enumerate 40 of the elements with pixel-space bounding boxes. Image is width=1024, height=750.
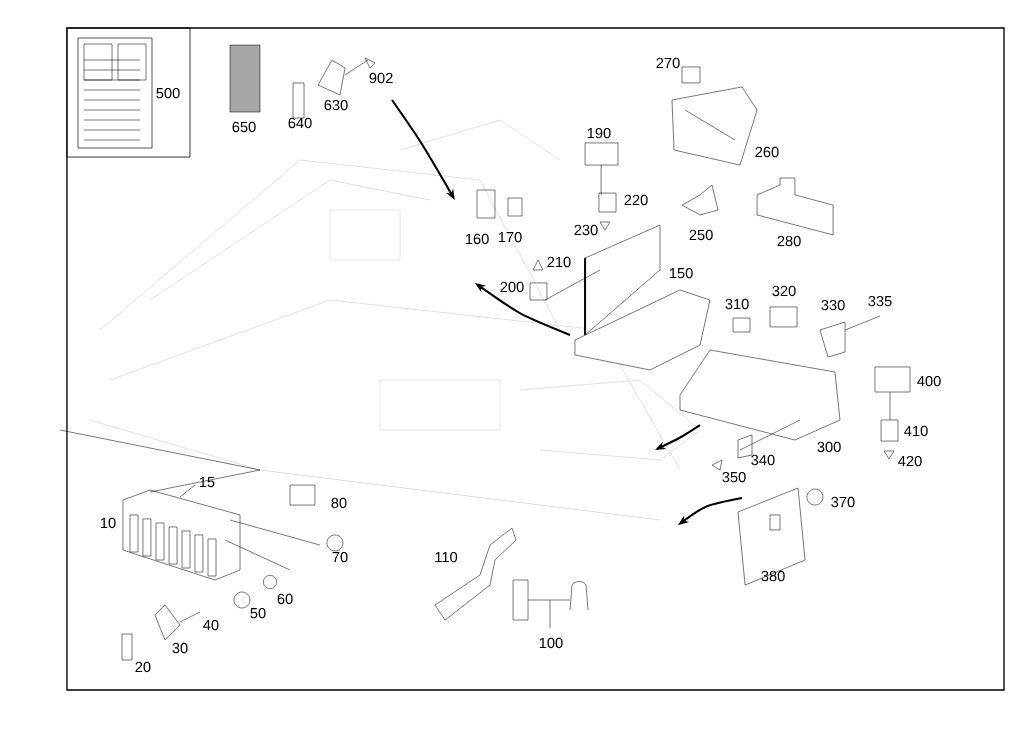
callout-number: 260 xyxy=(755,146,779,158)
callout-number: 300 xyxy=(817,441,841,453)
callout-number: 340 xyxy=(751,454,775,466)
callout-number: 380 xyxy=(761,570,785,582)
callout-number: 40 xyxy=(203,619,219,631)
callout-number: 80 xyxy=(331,497,347,509)
callout-number: 10 xyxy=(100,517,116,529)
callout-number: 100 xyxy=(539,637,563,649)
callout-number: 650 xyxy=(232,121,256,133)
callout-number: 110 xyxy=(435,551,458,563)
callout-number: 630 xyxy=(324,99,348,111)
callout-number: 20 xyxy=(135,661,151,673)
callout-number: 335 xyxy=(868,295,892,307)
callout-number: 210 xyxy=(547,256,571,268)
callout-number: 500 xyxy=(156,87,180,99)
callout-number: 320 xyxy=(772,285,796,297)
callout-number: 250 xyxy=(689,229,713,241)
callout-number: 410 xyxy=(904,425,928,437)
callout-number: 370 xyxy=(831,496,855,508)
callout-number: 50 xyxy=(250,607,266,619)
callout-number: 160 xyxy=(465,233,489,245)
callout-number: 230 xyxy=(574,224,598,236)
callout-number: 30 xyxy=(172,642,188,654)
callout-number: 220 xyxy=(624,194,648,206)
callout-number: 15 xyxy=(199,476,215,488)
callout-number: 200 xyxy=(500,281,524,293)
callout-number: 60 xyxy=(277,593,293,605)
callout-number: 330 xyxy=(821,299,845,311)
callout-number: 190 xyxy=(587,127,611,139)
callout-number: 902 xyxy=(369,72,393,84)
callout-number: 640 xyxy=(288,117,312,129)
callout-number: 350 xyxy=(722,471,746,483)
callout-number: 270 xyxy=(656,57,680,69)
callout-number: 420 xyxy=(898,455,922,467)
callout-number: 400 xyxy=(917,375,941,387)
callout-number: 280 xyxy=(777,235,801,247)
callout-number: 70 xyxy=(332,551,348,563)
callout-number: 150 xyxy=(669,267,693,279)
callout-number: 170 xyxy=(498,231,522,243)
callout-number: 310 xyxy=(725,298,749,310)
